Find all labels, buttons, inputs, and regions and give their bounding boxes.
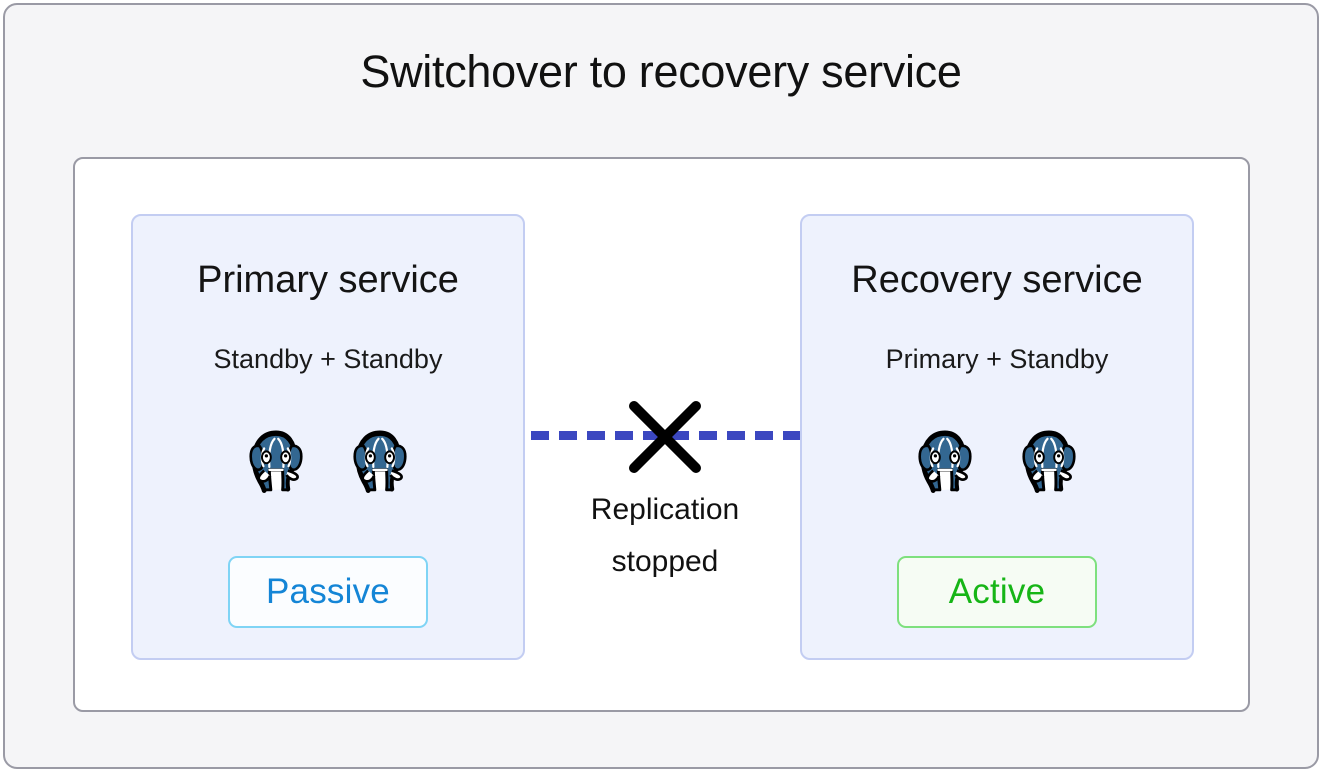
cross-icon: [629, 401, 701, 473]
card-subtitle-recovery: Primary + Standby: [885, 344, 1109, 374]
postgres-elephant-icon: [1022, 430, 1076, 493]
replication-label-line1: Replication: [590, 493, 740, 526]
node-row-recovery: [802, 424, 1192, 498]
replication-link: Replication stopped: [525, 377, 805, 597]
postgres-elephant-icon: [249, 430, 303, 493]
card-subtitle-primary: Standby + Standby: [213, 344, 443, 374]
node-row-primary: [133, 424, 523, 498]
diagram-panel: Primary service Standby + Standby: [73, 157, 1250, 712]
card-title-recovery: Recovery service: [851, 259, 1143, 301]
status-badge-active[interactable]: Active: [897, 556, 1097, 628]
postgres-elephant-icon: [353, 430, 407, 493]
replication-label-line2: stopped: [611, 544, 719, 578]
service-card-recovery[interactable]: Recovery service Primary + Standby: [800, 214, 1194, 660]
service-card-primary[interactable]: Primary service Standby + Standby: [131, 214, 525, 660]
replication-label: Replication stopped: [525, 484, 805, 587]
card-title-primary: Primary service: [197, 259, 459, 301]
page-title: Switchover to recovery service: [360, 46, 962, 97]
status-badge-passive[interactable]: Passive: [228, 556, 428, 628]
postgres-elephant-icon: [918, 430, 972, 493]
